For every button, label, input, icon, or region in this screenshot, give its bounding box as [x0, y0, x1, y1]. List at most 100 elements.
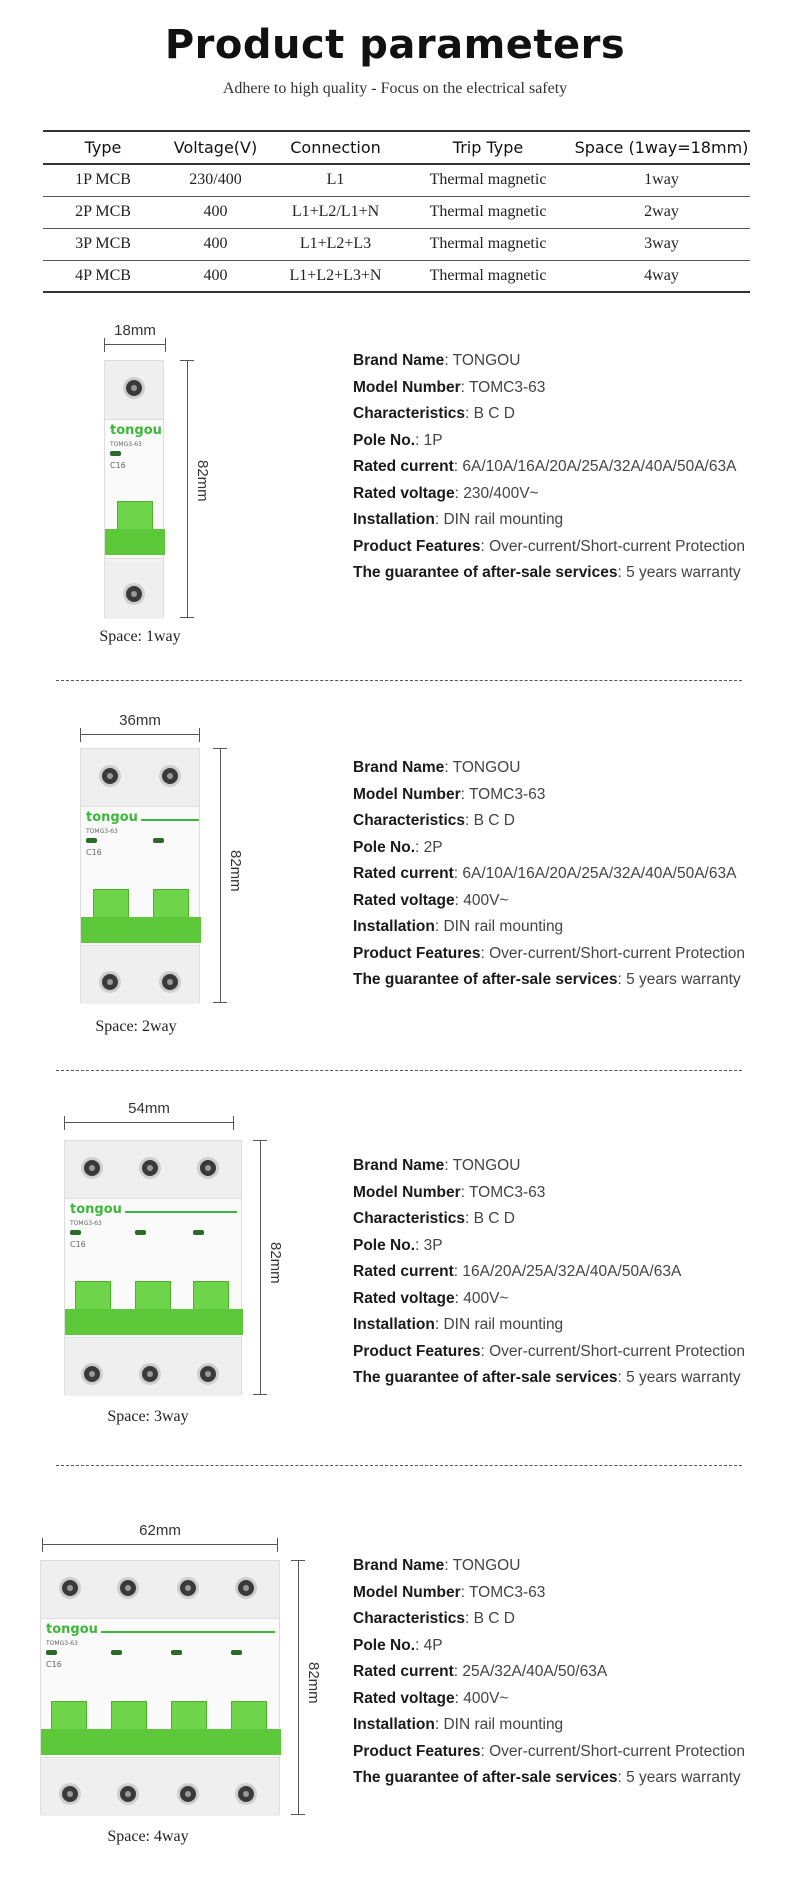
- toggle-lever: [51, 1701, 87, 1731]
- indicator-led: [70, 1230, 81, 1235]
- device-model-text: TOMG3-63: [70, 1220, 102, 1227]
- section-divider: [56, 1465, 742, 1466]
- height-dimension-label: 82mm: [305, 1662, 322, 1704]
- table-cell: L1+L2+L3: [268, 228, 403, 261]
- brand-logo: tongou: [46, 1622, 98, 1637]
- spec-model: Model Number: TOMC3-63: [353, 785, 546, 803]
- spec-brand: Brand Name: TONGOU: [353, 352, 521, 369]
- height-dimension-label: 82mm: [227, 850, 244, 892]
- spec-current: Rated current: 6A/10A/16A/20A/25A/32A/40…: [353, 865, 737, 882]
- table-cell: 2way: [573, 196, 750, 229]
- indicator-led: [46, 1650, 57, 1655]
- spec-characteristics: Characteristics: B C D: [353, 1210, 515, 1227]
- width-dimension-label: 18mm: [114, 322, 156, 339]
- breaker-4p-image: tongou TOMG3-63 C16: [40, 1560, 281, 1816]
- spec-current: Rated current: 6A/10A/16A/20A/25A/32A/40…: [353, 458, 737, 475]
- width-dimension-line: [64, 1122, 234, 1123]
- brand-logo: tongou: [86, 810, 138, 825]
- table-cell: 4P MCB: [43, 260, 163, 293]
- column-header: Connection: [268, 130, 403, 165]
- table-cell: 1P MCB: [43, 164, 163, 197]
- table-cell: Thermal magnetic: [403, 196, 573, 229]
- screw-icon: [99, 765, 121, 787]
- spec-brand: Brand Name: TONGOU: [353, 1557, 521, 1574]
- table-cell: 400: [163, 260, 268, 293]
- spec-brand: Brand Name: TONGOU: [353, 759, 521, 776]
- height-dimension-label: 82mm: [194, 460, 211, 502]
- toggle-lever: [117, 501, 153, 531]
- breaker-2p-image: tongou TOMG3-63 C16: [80, 748, 201, 1004]
- indicator-led: [171, 1650, 182, 1655]
- spec-list: Brand Name: TONGOU Model Number: TOMC3-6…: [353, 1153, 745, 1392]
- table-cell: Thermal magnetic: [403, 164, 573, 197]
- screw-icon: [197, 1363, 219, 1385]
- width-dimension-label: 36mm: [119, 712, 161, 729]
- table-row: 3P MCB 400 L1+L2+L3 Thermal magnetic 3wa…: [43, 228, 750, 261]
- screw-icon: [177, 1577, 199, 1599]
- table-cell: 2P MCB: [43, 196, 163, 229]
- screw-icon: [99, 971, 121, 993]
- height-dimension-line: [220, 748, 221, 1003]
- toggle-lever: [111, 1701, 147, 1731]
- spec-installation: Installation: DIN rail mounting: [353, 1716, 564, 1733]
- spec-current: Rated current: 16A/20A/25A/32A/40A/50A/6…: [353, 1263, 682, 1280]
- spec-voltage: Rated voltage: 400V~: [353, 891, 509, 909]
- table-cell: 3way: [573, 228, 750, 261]
- rating-text: C16: [110, 461, 126, 470]
- spec-list: Brand Name: TONGOU Model Number: TOMC3-6…: [353, 755, 745, 994]
- toggle-lever: [193, 1281, 229, 1311]
- spec-installation: Installation: DIN rail mounting: [353, 918, 564, 935]
- device-model-text: TOMG3-63: [86, 828, 118, 835]
- spec-guarantee: The guarantee of after-sale services: 5 …: [353, 1769, 741, 1786]
- spec-installation: Installation: DIN rail mounting: [353, 1316, 564, 1333]
- spec-pole: Pole No.: 1P: [353, 431, 443, 449]
- device-model-text: TOMG3-63: [46, 1640, 78, 1647]
- table-cell: Thermal magnetic: [403, 228, 573, 261]
- page-subtitle: Adhere to high quality - Focus on the el…: [222, 80, 568, 97]
- spec-features: Product Features: Over-current/Short-cur…: [353, 1342, 745, 1360]
- spec-voltage: Rated voltage: 400V~: [353, 1689, 509, 1707]
- toggle-lever: [135, 1281, 171, 1311]
- screw-icon: [139, 1363, 161, 1385]
- table-cell: 400: [163, 196, 268, 229]
- table-cell: 4way: [573, 260, 750, 293]
- brand-logo: tongou: [110, 423, 162, 438]
- screw-icon: [139, 1157, 161, 1179]
- spec-model: Model Number: TOMC3-63: [353, 378, 546, 396]
- column-header: Trip Type: [403, 130, 573, 165]
- spec-voltage: Rated voltage: 230/400V~: [353, 484, 539, 502]
- space-label: Space: 1way: [99, 628, 181, 645]
- screw-icon: [159, 971, 181, 993]
- table-header-row: Type Voltage(V) Connection Trip Type Spa…: [43, 130, 750, 165]
- spec-list: Brand Name: TONGOU Model Number: TOMC3-6…: [353, 348, 745, 587]
- parameters-table: Type Voltage(V) Connection Trip Type Spa…: [43, 130, 750, 293]
- toggle-lever: [93, 889, 129, 919]
- spec-characteristics: Characteristics: B C D: [353, 1610, 515, 1627]
- spec-pole: Pole No.: 2P: [353, 838, 443, 856]
- spec-installation: Installation: DIN rail mounting: [353, 511, 564, 528]
- indicator-led: [111, 1650, 122, 1655]
- spec-guarantee: The guarantee of after-sale services: 5 …: [353, 1369, 741, 1386]
- spec-characteristics: Characteristics: B C D: [353, 812, 515, 829]
- column-header: Voltage(V): [163, 130, 268, 165]
- spec-pole: Pole No.: 3P: [353, 1236, 443, 1254]
- breaker-3p-image: tongou TOMG3-63 C16: [64, 1140, 243, 1396]
- screw-icon: [177, 1783, 199, 1805]
- table-row: 1P MCB 230/400 L1 Thermal magnetic 1way: [43, 164, 750, 197]
- spec-features: Product Features: Over-current/Short-cur…: [353, 944, 745, 962]
- space-label: Space: 2way: [95, 1018, 177, 1035]
- table-cell: L1+L2+L3+N: [268, 260, 403, 293]
- screw-icon: [159, 765, 181, 787]
- toggle-lever: [171, 1701, 207, 1731]
- toggle-lever: [75, 1281, 111, 1311]
- screw-icon: [235, 1577, 257, 1599]
- width-dimension-label: 54mm: [128, 1100, 170, 1117]
- spec-guarantee: The guarantee of after-sale services: 5 …: [353, 564, 741, 581]
- section-divider: [56, 680, 742, 681]
- spec-brand: Brand Name: TONGOU: [353, 1157, 521, 1174]
- width-dimension-label: 62mm: [139, 1522, 181, 1539]
- spec-pole: Pole No.: 4P: [353, 1636, 443, 1654]
- table-cell: L1+L2/L1+N: [268, 196, 403, 229]
- device-model-text: TOMG3-63: [110, 441, 142, 448]
- spec-list: Brand Name: TONGOU Model Number: TOMC3-6…: [353, 1553, 745, 1792]
